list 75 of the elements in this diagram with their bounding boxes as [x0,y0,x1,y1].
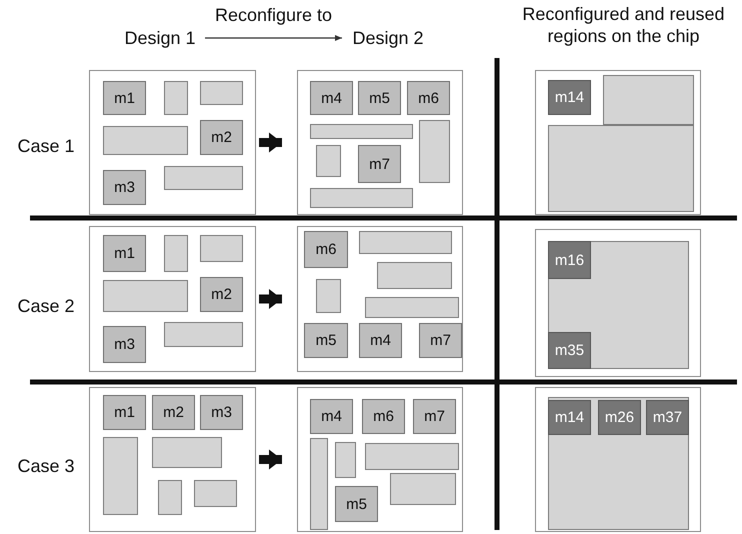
module-block [419,120,450,183]
chip-layout-panel [535,387,701,532]
module-block [365,443,459,470]
edge-label: Reconfigure to [214,5,334,27]
module-block [158,480,182,515]
module-block: m7 [413,399,456,434]
module-block [103,437,138,515]
chip-layout-panel [297,226,463,372]
case-label: Case 2 [16,296,76,318]
reused-module-block: m16 [548,241,591,279]
module-block [548,125,694,212]
reused-module-block: m14 [548,80,591,115]
reused-module-block: m14 [548,400,591,435]
module-block [316,279,341,313]
reused-module-block: m26 [598,400,641,435]
module-block [390,473,456,505]
design-label: Design 1 [118,27,202,49]
case-label: Case 3 [16,456,76,478]
module-block [603,75,694,125]
module-block: m2 [200,120,243,155]
module-block: m6 [304,231,348,268]
module-block: m4 [310,399,353,434]
module-block [310,438,328,530]
module-block: m3 [103,170,146,205]
module-block: m6 [407,81,450,115]
block-arrow [259,289,282,309]
module-block [310,124,413,139]
module-block: m5 [304,323,348,358]
module-block: m5 [335,486,378,522]
module-block: m7 [358,145,401,183]
module-block [164,81,188,115]
case-label: Case 1 [16,136,76,158]
module-block [200,235,243,262]
chip-layout-panel [89,226,256,372]
chip-layout-panel [297,387,463,532]
module-block: m1 [103,81,146,115]
module-block [152,437,222,468]
module-block [310,188,413,208]
chip-layout-panel [89,70,256,215]
module-block [548,241,689,369]
module-block [365,297,459,318]
module-block [335,442,356,478]
module-block: m1 [103,235,146,272]
chip-layout-panel [535,229,701,377]
module-block: m2 [200,277,243,312]
module-block [548,397,689,530]
module-block [200,81,243,105]
module-block [359,231,452,254]
module-block [164,235,188,272]
module-block [164,166,243,190]
arrow [205,35,342,41]
module-block: m4 [310,81,353,115]
module-block [164,322,243,347]
module-block: m5 [358,81,401,115]
chip-layout-panel [297,70,463,215]
heading-label: Reconfigured and reused regions on the chip [521,4,726,48]
chip-layout-panel [535,70,701,215]
module-block [377,262,452,289]
block-arrow [259,132,282,152]
module-block [103,126,188,155]
module-block [194,480,237,507]
module-block: m6 [362,399,405,434]
module-block: m4 [359,323,402,358]
chip-layout-panel [89,387,256,532]
module-block: m2 [152,395,195,430]
module-block: m3 [200,395,243,430]
module-block: m3 [103,326,146,363]
module-block [316,145,341,177]
reused-module-block: m37 [646,400,689,435]
design-label: Design 2 [345,27,431,49]
module-block [103,280,188,312]
reused-module-block: m35 [548,332,591,369]
block-arrow [259,450,282,470]
module-block: m1 [103,395,146,430]
module-block: m7 [419,323,462,358]
